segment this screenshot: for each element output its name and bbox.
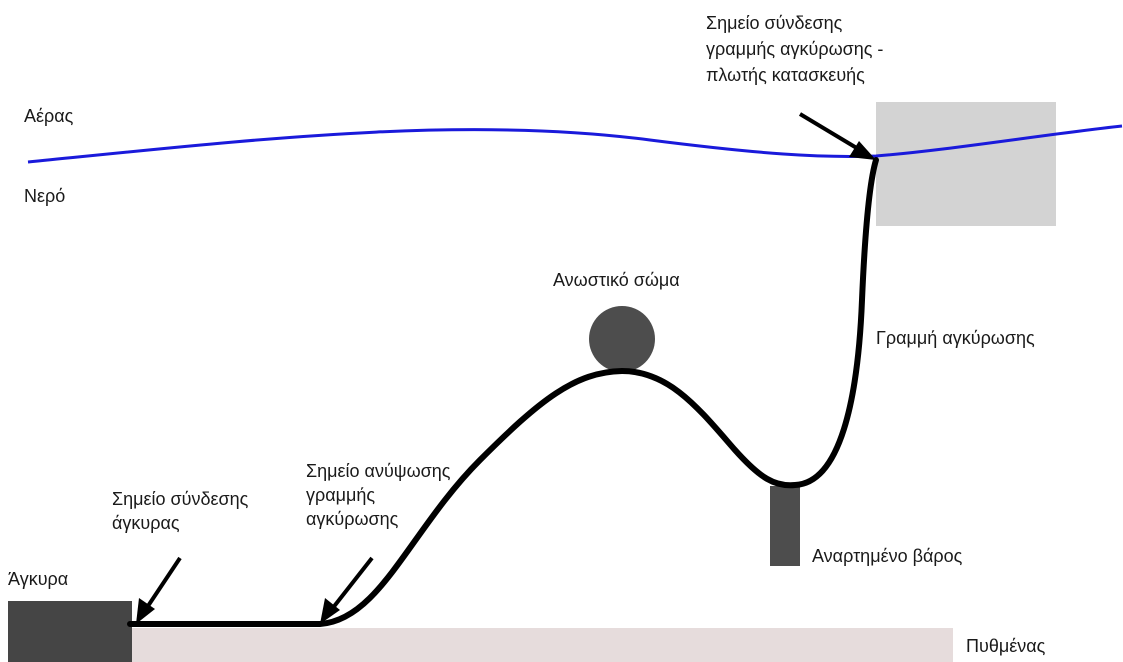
- water-surface-line: [27, 124, 1123, 164]
- anchor-block: [8, 601, 132, 662]
- mooring-line-label: Γραμμή αγκύρωσης: [876, 328, 1035, 348]
- floating-structure: [876, 102, 1056, 226]
- lift-point-label: Σημείο ανύψωσης γραμμής αγκύρωσης: [306, 461, 451, 529]
- arrow-lift-point: [320, 556, 374, 624]
- buoyant-body: [589, 306, 655, 372]
- seabed-label: Πυθμένας: [966, 636, 1046, 656]
- air-label: Αέρας: [24, 106, 74, 126]
- water-label: Νερό: [24, 186, 66, 206]
- buoy-label: Ανωστικό σώμα: [553, 270, 680, 290]
- clump-weight-label: Αναρτημένο βάρος: [812, 546, 963, 566]
- float-connection-label: Σημείο σύνδεσης γραμμής αγκύρωσης - πλωτ…: [706, 13, 884, 85]
- seabed: [130, 628, 953, 662]
- anchor-label: Άγκυρα: [8, 569, 69, 589]
- anchor-connection-label: Σημείο σύνδεσης άγκυρας: [112, 489, 249, 533]
- mooring-line: [127, 157, 879, 627]
- arrow-float-connection: [798, 112, 876, 160]
- arrow-anchor-connection: [136, 556, 182, 624]
- suspended-weight: [770, 486, 800, 566]
